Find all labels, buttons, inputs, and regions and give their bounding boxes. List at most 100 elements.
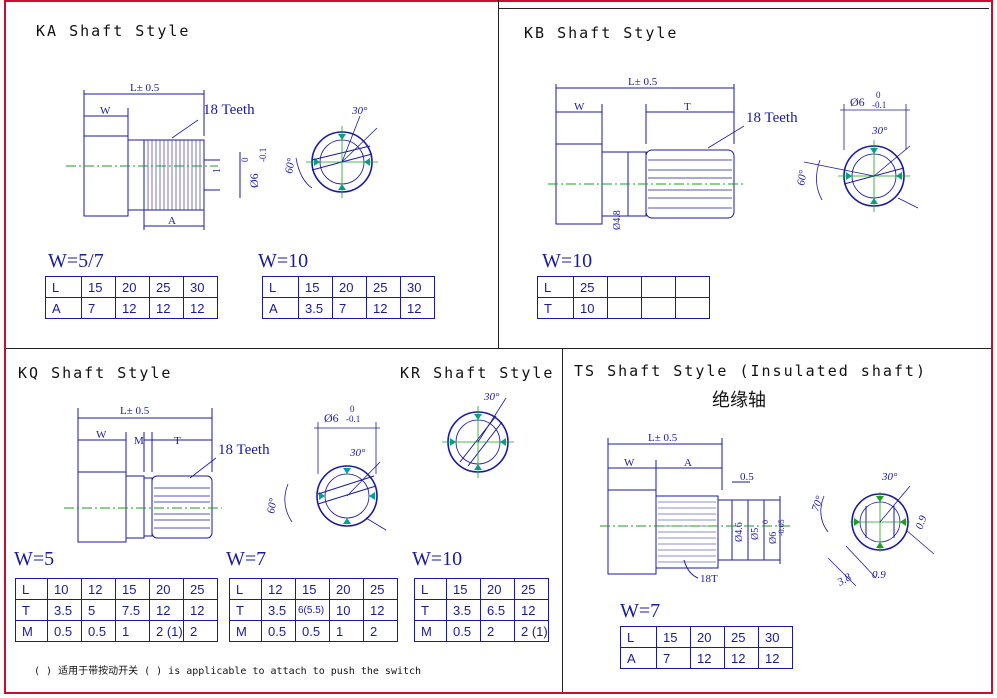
ts-section-view: 30° 70° 0.9 0.9 3.8 <box>810 471 935 589</box>
ka-tol-upper: 0 <box>240 157 250 162</box>
divider-bottom-vertical <box>562 348 563 692</box>
table-cell: 15 <box>656 626 691 648</box>
ts-length-label: L± 0.5 <box>648 432 678 444</box>
table-row: L 15 20 25 <box>414 578 549 600</box>
table-row: T 10 <box>537 297 710 319</box>
ka-tol-lower: -0.1 <box>258 148 268 162</box>
table-cell: 3.5 <box>261 599 296 621</box>
table-cell: T <box>229 599 262 621</box>
table-cell: 25 <box>363 578 398 600</box>
table-row: L 10 12 15 20 25 <box>15 578 218 600</box>
divider-middle <box>6 348 991 349</box>
kq-dia-label: Ø6 <box>324 411 339 425</box>
table-cell: 12 <box>514 599 549 621</box>
kb-shaft-drawing: L± 0.5 W T 18 Teeth Ø4.8 <box>548 76 798 230</box>
table-cell: 25 <box>183 578 218 600</box>
kr-title: KR Shaft Style <box>400 364 555 382</box>
table-cell: 25 <box>573 276 608 298</box>
ts-dia6-label: Ø6 <box>768 532 779 544</box>
table-row: M 0.5 0.5 1 2 <box>229 620 398 642</box>
table-row: L 25 <box>537 276 710 298</box>
table-cell: 2 <box>183 620 218 642</box>
ts-d09-b: 0.9 <box>872 569 886 581</box>
ts-shaft-drawing: L± 0.5 W A 0.5 18T Ø4.6 Ø5 Ø6 0 -0.05 <box>600 432 790 585</box>
table-cell <box>607 297 642 319</box>
ts-dia5-label: Ø5 <box>750 528 761 540</box>
kq-table-2: L 12 15 20 25 T 3.5 6(5.5) 10 12 M 0.5 0… <box>229 578 398 642</box>
ts-tol-upper: 0 <box>761 520 770 524</box>
table-cell: 12 <box>400 297 435 319</box>
table-cell: 3.5 <box>298 297 333 319</box>
ka-one-label: 1 <box>212 168 223 173</box>
table-cell: 30 <box>400 276 435 298</box>
table-cell: M <box>414 620 447 642</box>
table-cell <box>641 297 676 319</box>
ts-tol-lower: -0.05 <box>777 519 786 536</box>
table-cell: 15 <box>81 276 116 298</box>
ts-a-label: A <box>684 457 692 469</box>
table-cell: 0.5 <box>261 620 296 642</box>
kb-tol-upper: 0 <box>876 90 881 100</box>
kq-teeth-label: 18 Teeth <box>218 442 270 458</box>
table-row: A 7 12 12 12 <box>45 297 218 319</box>
ts-d38: 3.8 <box>835 571 854 589</box>
table-cell: L <box>45 276 82 298</box>
table-cell: T <box>414 599 447 621</box>
kb-w-label: W <box>574 101 585 113</box>
table-cell: 7 <box>656 647 691 669</box>
table-cell: 6(5.5) <box>295 599 330 621</box>
ka-table-1: L 15 20 25 30 A 7 12 12 12 <box>45 276 218 319</box>
table-cell: 15 <box>298 276 333 298</box>
table-cell: 30 <box>183 276 218 298</box>
ts-title: TS Shaft Style (Insulated shaft) <box>574 362 927 380</box>
table-cell: 3.5 <box>446 599 481 621</box>
kb-angle-30: 30° <box>871 125 888 137</box>
table-row: L 15 20 25 30 <box>45 276 218 298</box>
table-cell: 1 <box>329 620 364 642</box>
table-row: A 7 12 12 12 <box>620 647 793 669</box>
table-cell: 5 <box>81 599 116 621</box>
table-cell: 12 <box>366 297 401 319</box>
table-cell: 20 <box>329 578 364 600</box>
kb-section-view: Ø6 0 -0.1 30° 60° <box>795 90 919 212</box>
table-cell <box>607 276 642 298</box>
kb-angle-60: 60° <box>795 169 810 187</box>
table-cell: 10 <box>47 578 82 600</box>
ka-title: KA Shaft Style <box>36 22 191 40</box>
kq-shaft-drawing: L± 0.5 W M T 18 Teeth <box>64 405 270 543</box>
table-cell: 7.5 <box>115 599 150 621</box>
table-row: T 3.5 5 7.5 12 12 <box>15 599 218 621</box>
table-cell: 12 <box>261 578 296 600</box>
table-cell: 12 <box>149 297 184 319</box>
kb-dia-label: Ø6 <box>850 95 865 109</box>
table-row: M 0.5 0.5 1 2 (1) 2 <box>15 620 218 642</box>
table-cell: 10 <box>329 599 364 621</box>
kb-dia-small-label: Ø4.8 <box>612 210 623 230</box>
table-cell: 12 <box>724 647 759 669</box>
table-cell: 12 <box>115 297 150 319</box>
table-cell: 12 <box>183 599 218 621</box>
ts-subtitle: 绝缘轴 <box>712 390 766 411</box>
kq-tol-upper: 0 <box>350 404 355 414</box>
ka-table1-w-label: W=5/7 <box>48 250 104 272</box>
table-cell: 6.5 <box>480 599 515 621</box>
divider-top-right <box>498 8 989 9</box>
ts-half-label: 0.5 <box>740 471 754 483</box>
table-cell: 20 <box>332 276 367 298</box>
table-row: T 3.5 6(5.5) 10 12 <box>229 599 398 621</box>
ts-angle-70: 70° <box>810 494 827 513</box>
ka-length-label: L± 0.5 <box>130 82 160 94</box>
table-cell: 2 <box>480 620 515 642</box>
table-cell: 12 <box>758 647 793 669</box>
table-cell: 20 <box>115 276 150 298</box>
table-cell: 0.5 <box>446 620 481 642</box>
kq-table3-w-label: W=10 <box>412 548 463 570</box>
kq-m-label: M <box>134 435 144 447</box>
ka-w-label: W <box>100 105 111 117</box>
table-cell: 15 <box>446 578 481 600</box>
table-cell: 0.5 <box>47 620 82 642</box>
table-cell: 2 <box>363 620 398 642</box>
kb-title: KB Shaft Style <box>524 24 679 42</box>
table-cell: 12 <box>81 578 116 600</box>
table-cell: A <box>262 297 299 319</box>
